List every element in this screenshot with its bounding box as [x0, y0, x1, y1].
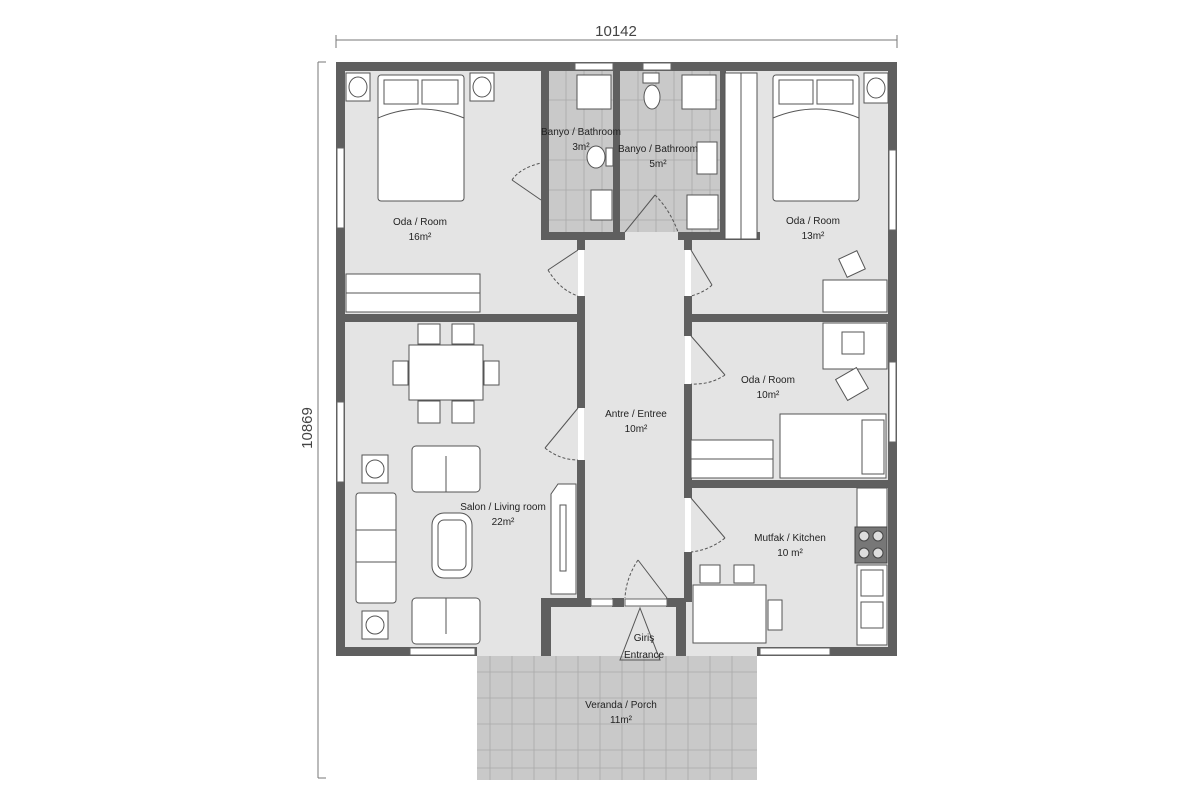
room-label: Salon / Living room [460, 502, 546, 513]
room-label: Oda / Room [393, 217, 447, 228]
room-label: Oda / Room [786, 216, 840, 227]
entrance-label-en: Entrance [624, 650, 664, 661]
kitchen-furniture [692, 487, 888, 646]
entrance-label: Giriş [634, 633, 655, 644]
room-label: Banyo / Bathroom [618, 144, 698, 155]
height-label: 10869 [299, 407, 316, 449]
dimension-height: 10869 [299, 61, 326, 779]
room-area: 10m² [757, 390, 780, 401]
room-label: Antre / Entree [605, 409, 667, 420]
room-label: Oda / Room [741, 375, 795, 386]
room-label: Banyo / Bathroom [541, 127, 621, 138]
bedroom-10-furniture [690, 322, 888, 479]
room-area: 3m² [572, 142, 590, 153]
room-area: 10 m² [777, 548, 803, 559]
windows [336, 62, 897, 656]
entrance-marker [619, 606, 661, 661]
room-label: Mutfak / Kitchen [754, 533, 826, 544]
walls [336, 62, 897, 656]
living-room-furniture [355, 323, 577, 645]
room-area: 11m² [610, 715, 633, 726]
room-area: 22m² [492, 517, 515, 528]
room-area: 10m² [625, 424, 648, 435]
room-area: 13m² [802, 231, 825, 242]
room-area: 16m² [409, 232, 432, 243]
bathroom-fixtures [576, 72, 719, 230]
room-label: Veranda / Porch [585, 700, 657, 711]
room-labels: Oda / Room 16m² Banyo / Bathroom 3m² Ban… [393, 127, 840, 726]
room-area: 5m² [649, 159, 667, 170]
bedroom-13-furniture [724, 72, 889, 313]
bedroom-16-furniture [345, 72, 495, 313]
dimension-width: 10142 [335, 23, 898, 48]
width-label: 10142 [595, 23, 637, 40]
doors [511, 162, 726, 599]
